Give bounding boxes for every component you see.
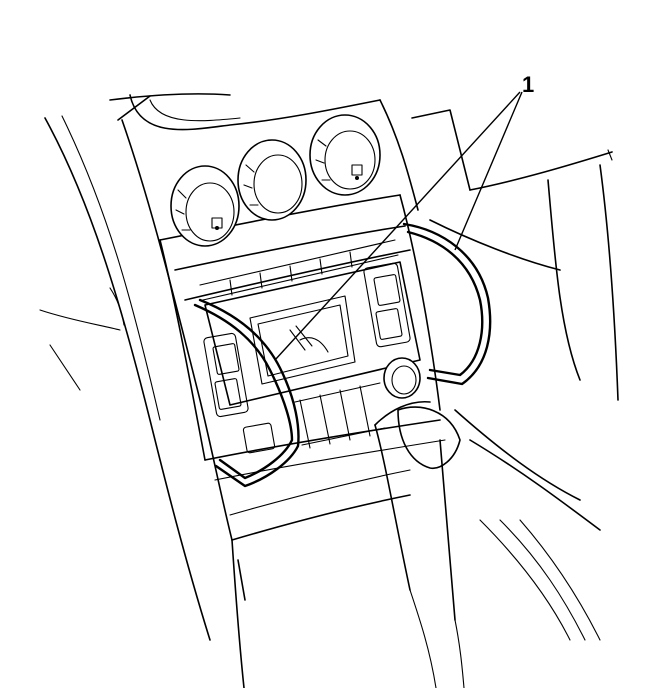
dashboard-outline (39, 93, 619, 688)
radio-head-unit (203, 261, 421, 454)
knob-left (170, 165, 240, 247)
callout-1: 1 (274, 72, 534, 361)
shift-lever (374, 400, 465, 688)
callout-1-leader-right (454, 91, 523, 251)
climate-knobs (170, 114, 381, 247)
removal-tool-right (402, 222, 492, 386)
preset-buttons (199, 239, 399, 301)
knob-right (309, 114, 381, 196)
callout-1-leader-left (274, 91, 521, 361)
removal-tool-left (193, 298, 300, 488)
radio-removal-tool (193, 222, 492, 488)
callout-1-label: 1 (522, 72, 534, 97)
knob-center (237, 139, 307, 221)
